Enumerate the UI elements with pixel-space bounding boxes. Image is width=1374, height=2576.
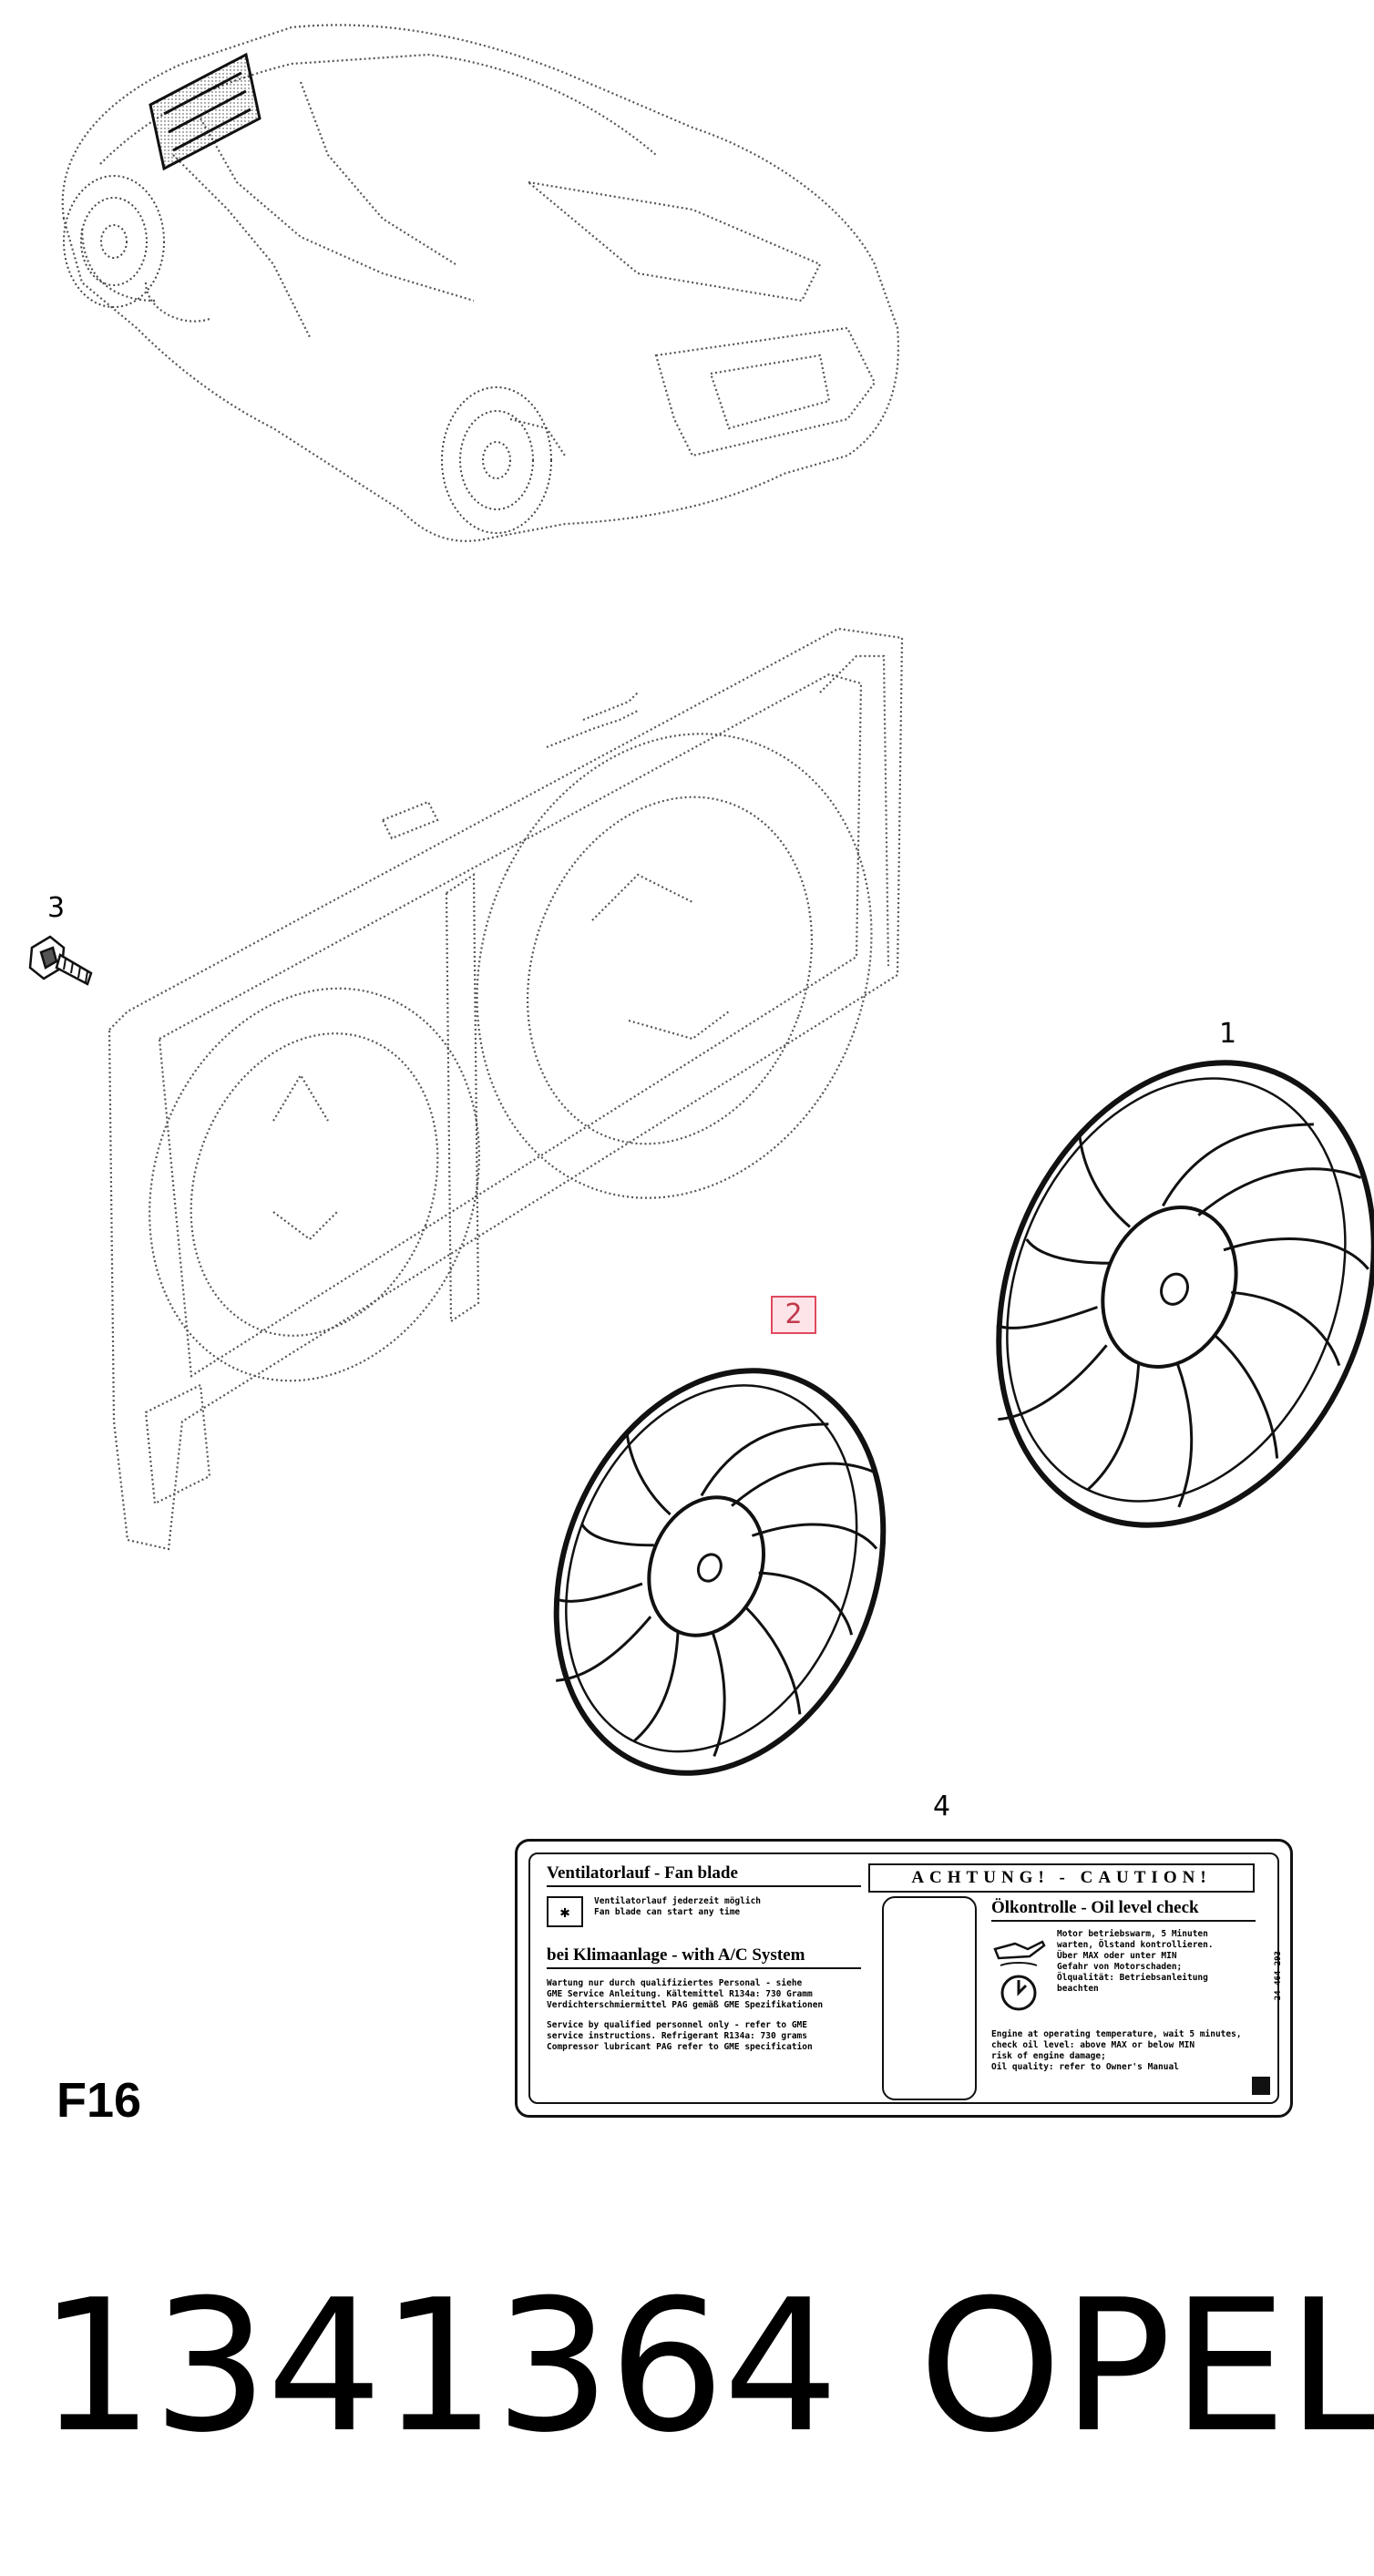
car-wheel-front xyxy=(63,175,165,308)
oil-en-line-2: check oil level: above MAX or below MIN xyxy=(991,2040,1195,2050)
oil-text-en: Engine at operating temperature, wait 5 … xyxy=(991,2029,1256,2073)
ac-en-line-1: Service by qualified personnel only - re… xyxy=(547,2020,807,2030)
label-border xyxy=(528,1852,1279,2104)
oil-de-line-5: Ölqualität: Betriebsanleitung xyxy=(1057,1973,1208,1983)
callout-2[interactable]: 2 xyxy=(771,1296,816,1334)
oil-de-line-2: warten, Ölstand kontrollieren. xyxy=(1057,1940,1214,1950)
fan-warning-row: ✱ Ventilatorlauf jederzeit möglich Fan b… xyxy=(547,1896,861,1927)
label-left-panel: Ventilatorlauf - Fan blade ✱ Ventilatorl… xyxy=(547,1863,861,2053)
fan-warning-de: Ventilatorlauf jederzeit möglich xyxy=(594,1896,762,1906)
car-location-marker xyxy=(149,52,261,171)
blank-label-field xyxy=(882,1896,977,2100)
caution-banner: ACHTUNG! - CAUTION! xyxy=(868,1863,1255,1893)
oil-can-icon xyxy=(993,1940,1046,2011)
callout-4[interactable]: 4 xyxy=(933,1791,951,1822)
ac-system-title: bei Klimaanlage - with A/C System xyxy=(547,1945,861,1969)
oil-en-line-4: Oil quality: refer to Owner's Manual xyxy=(991,2062,1179,2072)
warning-label-decal: Ventilatorlauf - Fan blade ✱ Ventilatorl… xyxy=(515,1839,1293,2118)
ac-en-line-2: service instructions. Refrigerant R134a:… xyxy=(547,2031,807,2041)
oil-check-title: Ölkontrolle - Oil level check xyxy=(991,1898,1256,1922)
oil-de-line-4: Gefahr von Motorschaden; xyxy=(1057,1962,1183,1972)
oil-en-line-3: risk of engine damage; xyxy=(991,2051,1106,2061)
oil-de-line-6: beachten xyxy=(1057,1984,1099,1994)
car-wheel-rear xyxy=(441,386,552,534)
fan-blade-large-illustration xyxy=(996,1060,1374,1528)
part-number: 1341364 xyxy=(38,2261,839,2473)
label-right-panel: Ölkontrolle - Oil level check Motor betr… xyxy=(991,1898,1256,2073)
ac-text-en: Service by qualified personnel only - re… xyxy=(547,2020,861,2053)
ac-en-line-3: Compressor lubricant PAG refer to GME sp… xyxy=(547,2042,813,2052)
oil-check-row: Motor betriebswarm, 5 Minuten warten, Öl… xyxy=(991,1929,1256,2020)
ac-text-de: Wartung nur durch qualifiziertes Persona… xyxy=(547,1978,861,2011)
label-code: 24 464 293 xyxy=(1274,1951,1283,2001)
callout-1[interactable]: 1 xyxy=(1219,1018,1237,1050)
fan-warning-icon: ✱ xyxy=(547,1896,583,1927)
callout-3[interactable]: 3 xyxy=(47,892,66,924)
oil-en-line-1: Engine at operating temperature, wait 5 … xyxy=(991,2029,1242,2039)
ac-de-line-2: GME Service Anleitung. Kältemittel R134a… xyxy=(547,1989,813,1999)
oil-de-line-3: Über MAX oder unter MIN xyxy=(1057,1951,1177,1961)
fan-shroud-illustration xyxy=(108,627,904,1551)
section-code: F16 xyxy=(56,2073,142,2128)
bolt-illustration xyxy=(28,935,93,986)
fan-warning-en: Fan blade can start any time xyxy=(594,1907,741,1917)
fan-blade-small-illustration xyxy=(553,1368,887,1776)
ac-de-line-1: Wartung nur durch qualifiziertes Persona… xyxy=(547,1978,803,1988)
oil-de-line-1: Motor betriebswarm, 5 Minuten xyxy=(1057,1929,1208,1939)
ac-de-line-3: Verdichterschmiermittel PAG gemäß GME Sp… xyxy=(547,2000,824,2010)
label-black-square xyxy=(1252,2077,1270,2095)
fan-blade-title: Ventilatorlauf - Fan blade xyxy=(547,1863,861,1887)
brand-name: OPEL xyxy=(918,2261,1374,2473)
